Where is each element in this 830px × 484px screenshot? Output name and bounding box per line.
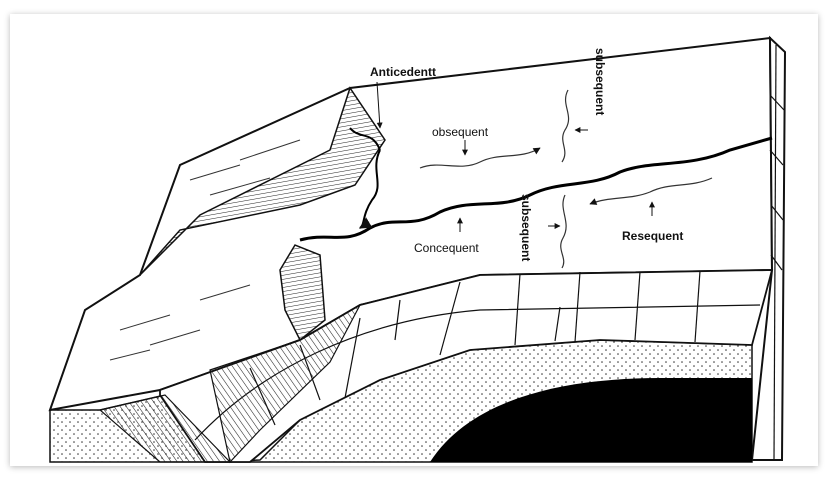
label-anticedentt: Anticedentt <box>370 65 436 79</box>
label-concequent: Concequent <box>414 241 479 255</box>
label-resequent: Resequent <box>622 229 683 243</box>
label-obsequent: obsequent <box>432 125 489 139</box>
label-subsequent-top: subsequent <box>593 48 607 115</box>
label-subsequent-mid: subsequent <box>519 194 533 261</box>
